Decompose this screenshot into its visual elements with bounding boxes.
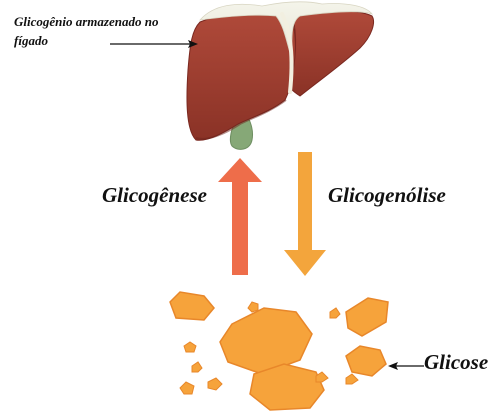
- liver-shading-icon: [195, 99, 287, 140]
- glucose-crystal: [315, 371, 329, 383]
- glucose-crystals: [169, 291, 389, 411]
- glucose-pointer-arrow: [388, 362, 424, 370]
- liver-caption: Glicogênio armazenado no fígado: [14, 12, 158, 50]
- liver-ligament-icon: [280, 12, 294, 94]
- glucose-crystal: [345, 297, 389, 337]
- liver-caption-line2: fígado: [14, 33, 48, 48]
- glucose-label: Glicose: [424, 350, 489, 374]
- glycogenesis-label: Glicogênese: [102, 183, 207, 207]
- glucose-crystal: [219, 307, 313, 375]
- glucose-crystal: [191, 361, 203, 373]
- glucose-crystal: [329, 307, 341, 319]
- glucose-crystal: [249, 363, 325, 411]
- glucose-crystal: [183, 341, 197, 353]
- glycogenolysis-label: Glicogenólise: [328, 183, 446, 207]
- glucose-crystal: [169, 291, 215, 321]
- glucose-crystal: [179, 381, 195, 395]
- liver-right-lobe-icon: [289, 9, 374, 97]
- glycogenolysis-arrow: [284, 152, 326, 276]
- glycogenesis-arrow: [218, 158, 262, 275]
- glucose-crystal: [345, 373, 359, 385]
- liver-left-lobe-icon: [186, 11, 296, 141]
- glucose-crystal: [247, 301, 259, 313]
- glucose-crystal: [207, 377, 223, 391]
- liver-pointer-arrow: [110, 40, 198, 48]
- glucose-crystal: [345, 345, 387, 377]
- liver-illustration: [186, 1, 374, 150]
- liver-caption-line1: Glicogênio armazenado no: [14, 14, 159, 29]
